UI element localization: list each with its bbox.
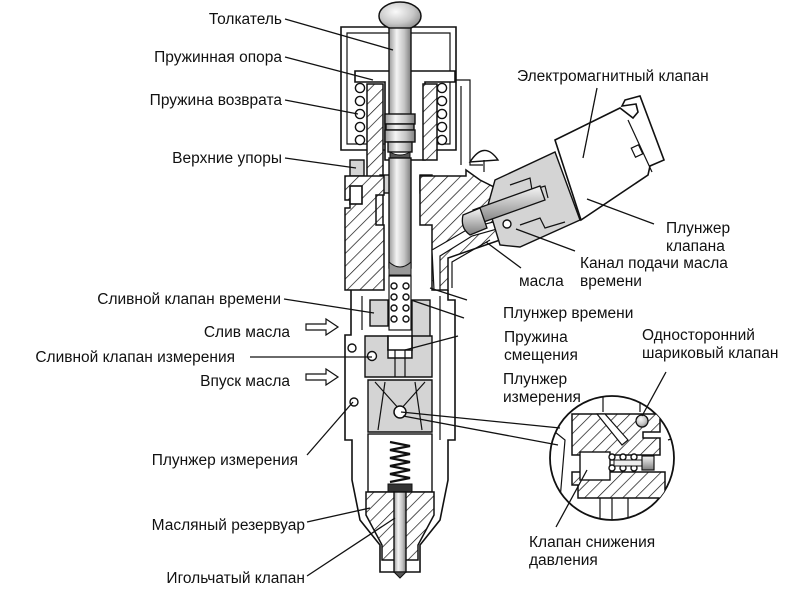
detail-magnifier [549,395,675,521]
solenoid-valve [461,95,666,248]
timing-plunger-rod [388,157,412,269]
label-tolkatel: Толкатель [209,11,282,28]
label-plunzher-klapana: Плунжер клапана [666,220,734,255]
labels-left: Толкатель Пружинная опора Пружина возвра… [35,11,305,587]
label-kanal-podachi: Канал подачи масла времени [580,255,732,290]
detail-check-ball [635,414,649,428]
label-odnostoronniy-klapan: Односторонний шариковый клапан [642,327,778,362]
labels-right: Электромагнитный клапан Плунжер клапана … [503,68,778,569]
inlet-arrow-icon [305,367,340,387]
solenoid-housing [554,95,666,222]
injector-body [340,1,542,579]
label-plunzher-izmereniya-right: Плунжер измерения [503,371,581,406]
drain-arrow-icon [305,317,340,337]
label-pruzhina-vozvrata: Пружина возврата [150,92,283,109]
label-vpusk-masla: Впуск масла [200,373,290,390]
label-plunzher-izmereniya-left: Плунжер измерения [152,452,298,469]
label-pruzhina-smescheniya: Пружина смещения [504,329,578,364]
label-pruzhinnaya-opora: Пружинная опора [154,49,282,66]
bias-spring [388,275,412,331]
label-elektromagnitniy-klapan: Электромагнитный клапан [517,68,709,85]
label-plunzher-vremeni: Плунжер времени [503,305,633,322]
label-slivnoy-klapan-vremeni: Сливной клапан времени [97,291,281,308]
label-klapan-snizheniya: Клапан снижения давления [529,534,659,569]
needle-valve [393,491,407,573]
label-verkhnie-upory: Верхние упоры [172,150,282,167]
label-igolchatiy-klapan: Игольчатый клапан [166,570,305,587]
label-slivnoy-klapan-izmereniya: Сливной клапан измерения [35,349,235,366]
inner-sleeve-right [422,83,438,161]
label-maslyaniy-rezervuar: Масляный резервуар [152,517,305,534]
label-masla-fragment: масла [519,273,564,290]
pushrod [388,27,412,117]
pushrod-head [378,1,422,31]
label-sliv-masla: Слив масла [204,324,291,341]
return-spring [354,82,448,146]
metering-plunger [387,335,413,351]
leader-lines [250,18,667,577]
nozzle-spring [389,440,411,484]
